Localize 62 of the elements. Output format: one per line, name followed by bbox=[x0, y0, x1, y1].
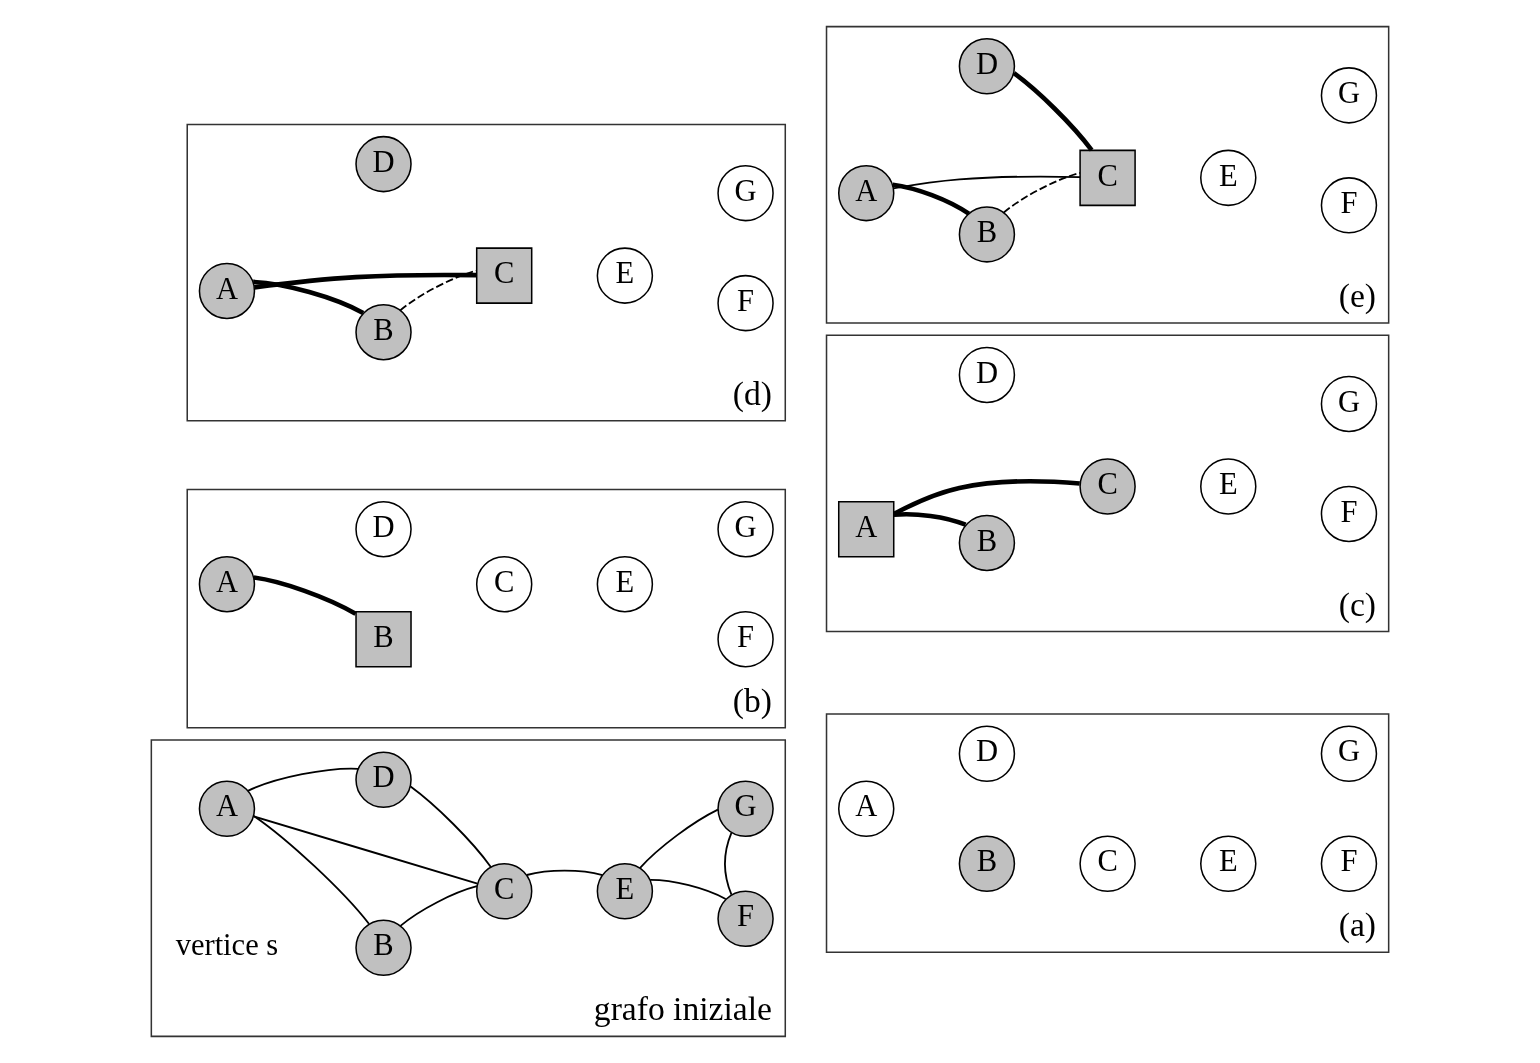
node-circle: B bbox=[355, 919, 412, 977]
node-box: B bbox=[355, 610, 412, 668]
node-circle: E bbox=[1200, 458, 1257, 515]
node-circle: A bbox=[837, 780, 895, 837]
node-circle: B bbox=[355, 303, 412, 361]
node-circle: F bbox=[717, 610, 774, 668]
node-circle: E bbox=[596, 863, 654, 920]
node-circle: F bbox=[1320, 835, 1378, 892]
node-circle: E bbox=[1200, 835, 1257, 892]
node-circle: G bbox=[1320, 725, 1378, 783]
node-circle: D bbox=[355, 500, 412, 558]
node-circle: A bbox=[198, 780, 256, 837]
node-circle: C bbox=[1079, 458, 1136, 515]
node-circle: D bbox=[355, 135, 412, 193]
node-circle: D bbox=[958, 38, 1016, 95]
connector bbox=[893, 511, 967, 527]
node-circle: F bbox=[717, 890, 774, 947]
connector bbox=[1002, 172, 1081, 214]
node-circle: B bbox=[958, 206, 1016, 263]
connector bbox=[253, 279, 365, 316]
node-box: C bbox=[1079, 149, 1136, 207]
connector bbox=[1012, 71, 1094, 152]
label: vertice s bbox=[175, 928, 279, 963]
node-circle: D bbox=[355, 751, 412, 808]
node-circle: E bbox=[1200, 149, 1257, 207]
node-circle: B bbox=[958, 835, 1016, 892]
node-circle: G bbox=[1320, 67, 1378, 124]
connector bbox=[639, 808, 719, 869]
node-circle: F bbox=[717, 274, 774, 332]
connector bbox=[252, 815, 479, 885]
node-circle: G bbox=[717, 164, 774, 222]
node-circle: A bbox=[198, 262, 256, 320]
connector bbox=[409, 785, 492, 868]
node-box: C bbox=[475, 247, 533, 304]
connector bbox=[525, 869, 604, 876]
connector bbox=[649, 878, 727, 900]
connector bbox=[724, 832, 733, 896]
node-circle: D bbox=[958, 725, 1016, 783]
node-circle: G bbox=[717, 500, 774, 558]
connector bbox=[253, 575, 357, 616]
node-circle: G bbox=[717, 780, 774, 837]
node-circle: C bbox=[475, 863, 533, 920]
connector bbox=[892, 182, 971, 216]
node-circle: B bbox=[958, 514, 1016, 572]
connector bbox=[892, 479, 1080, 516]
connector bbox=[399, 269, 478, 312]
node-circle: A bbox=[198, 555, 256, 613]
node-circle: G bbox=[1320, 375, 1378, 433]
connector bbox=[254, 272, 477, 290]
connector bbox=[247, 767, 360, 792]
connector bbox=[252, 815, 370, 925]
connector bbox=[399, 885, 478, 927]
node-circle: A bbox=[837, 164, 895, 222]
node-circle: F bbox=[1320, 177, 1378, 234]
node-circle: C bbox=[475, 555, 533, 613]
node-circle: C bbox=[1079, 835, 1136, 892]
node-circle: F bbox=[1320, 485, 1378, 543]
node-circle: E bbox=[596, 555, 654, 613]
node-circle: D bbox=[958, 346, 1016, 404]
connector bbox=[892, 175, 1081, 190]
node-box: A bbox=[837, 500, 895, 558]
node-circle: E bbox=[596, 247, 654, 304]
